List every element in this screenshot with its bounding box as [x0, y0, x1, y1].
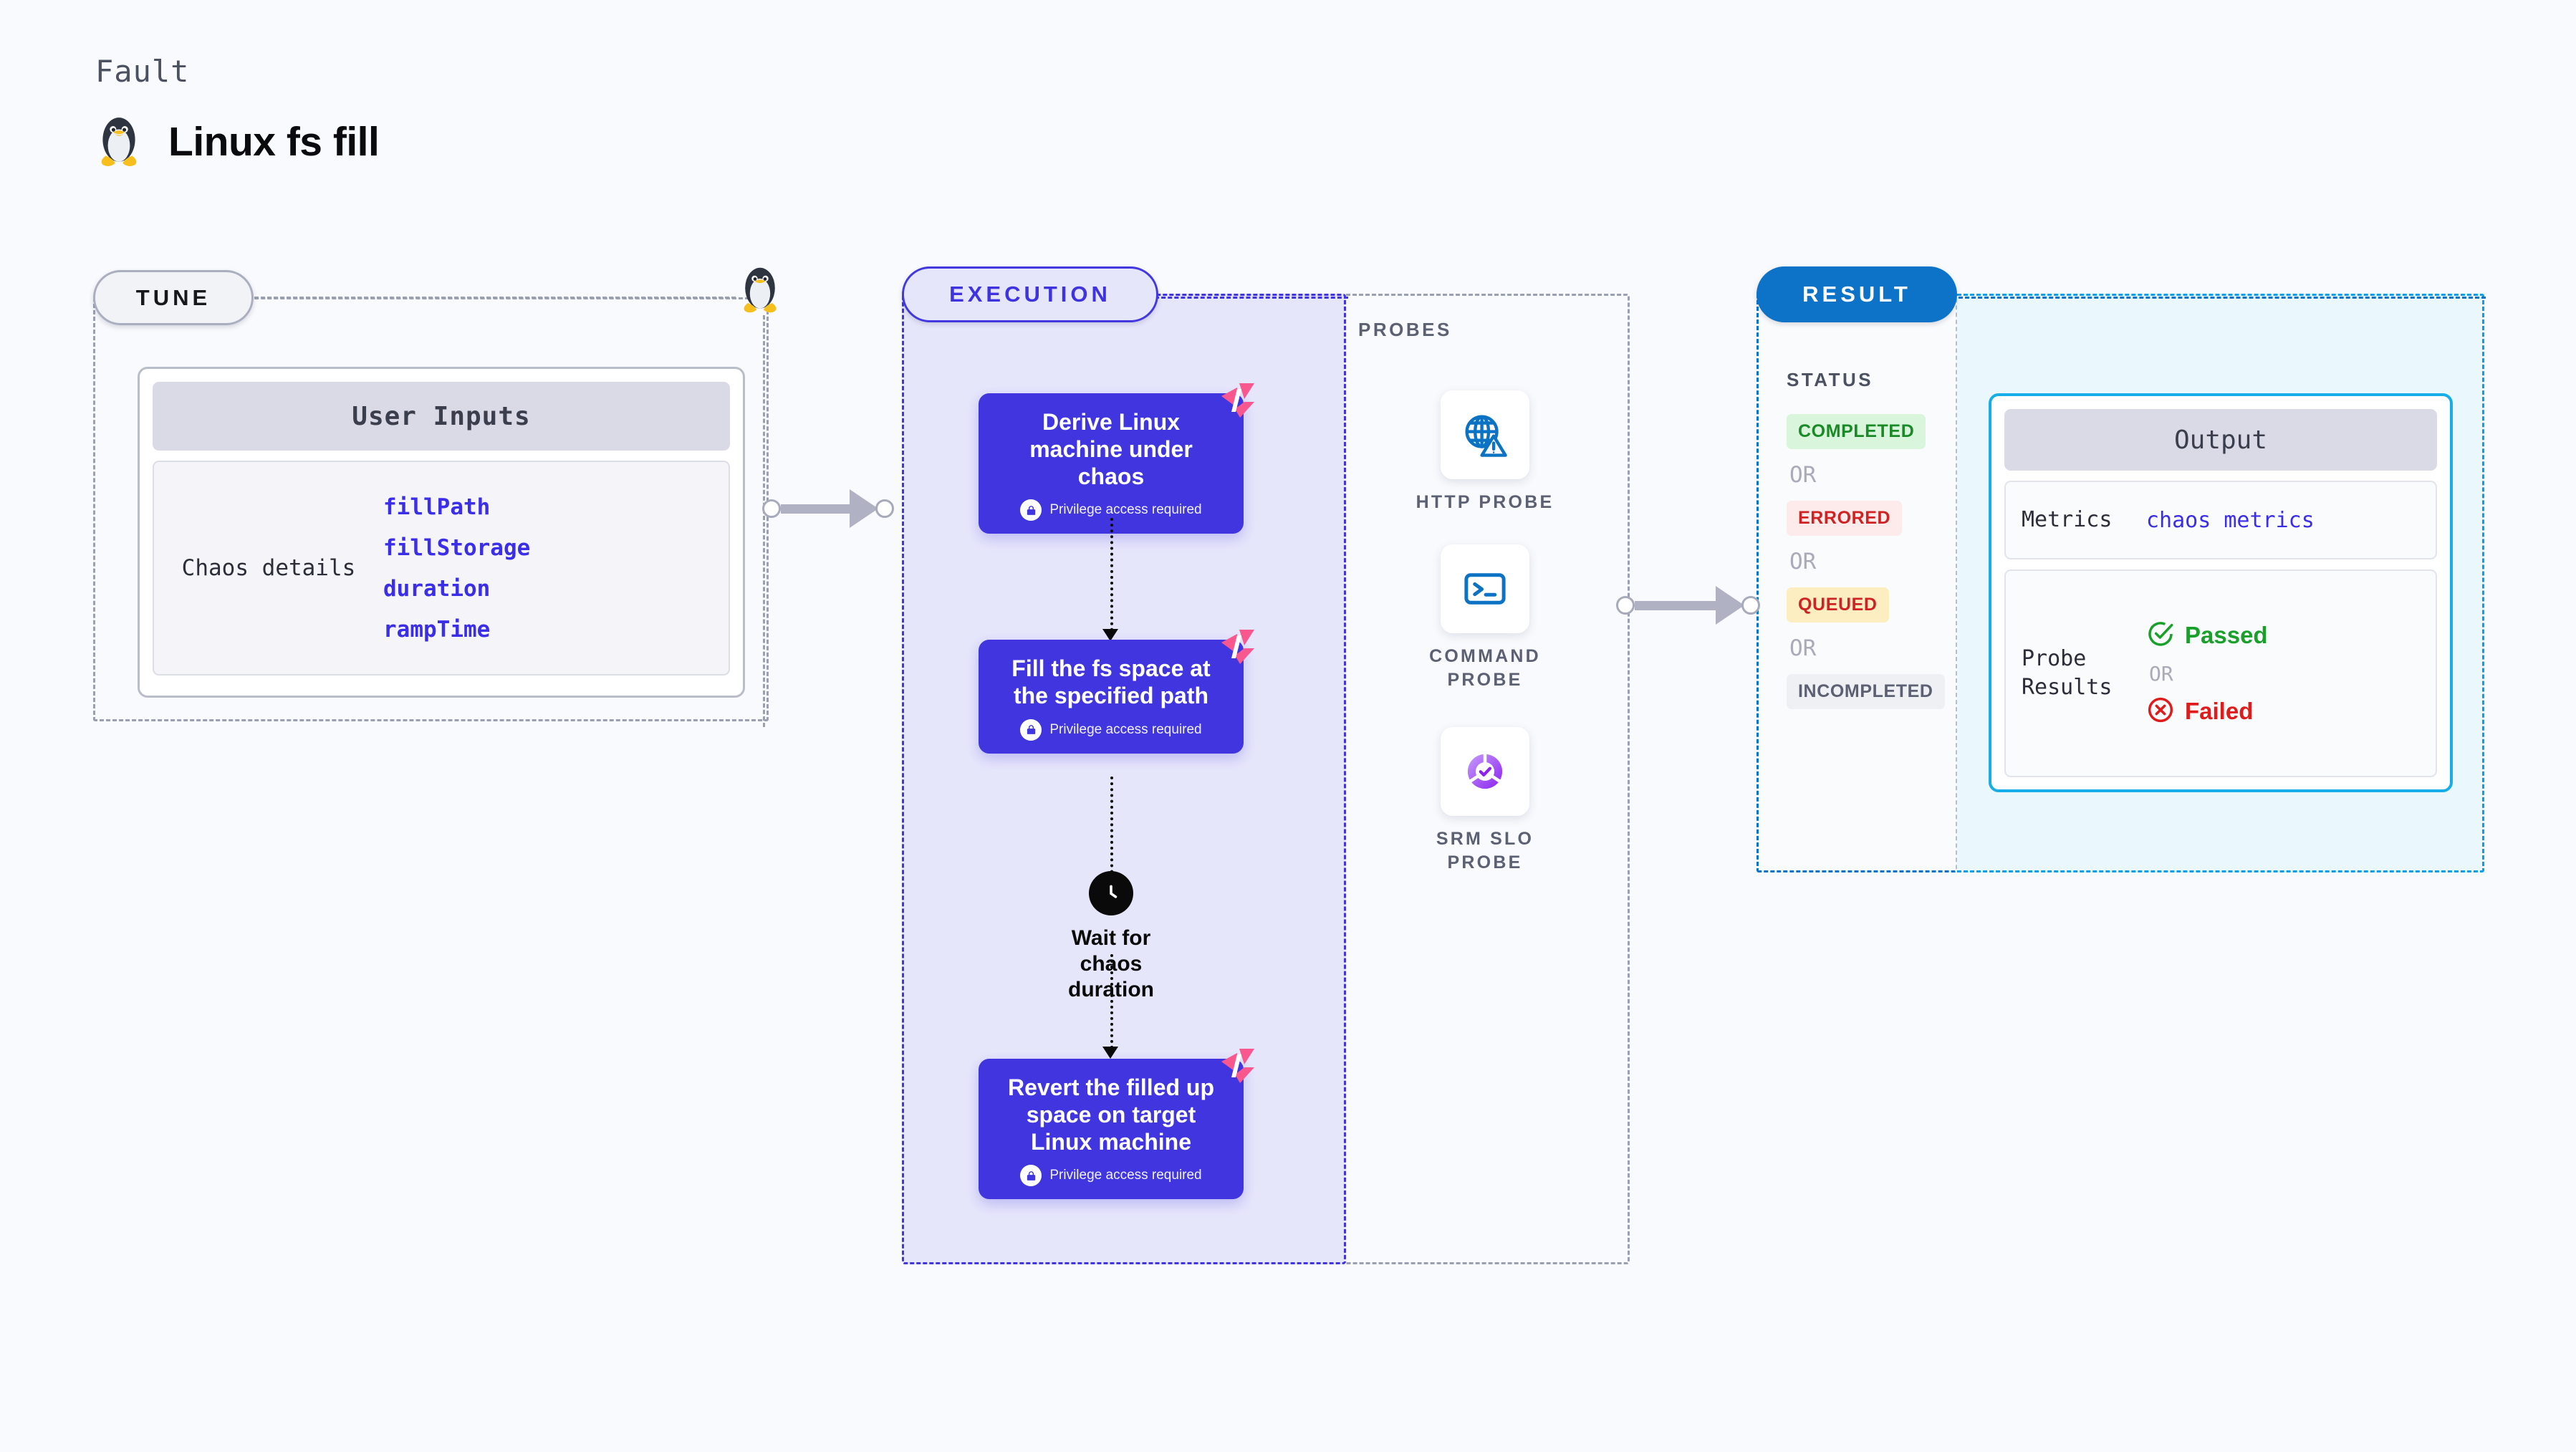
input-fillpath[interactable]: fillPath	[383, 494, 491, 520]
privilege-note: Privilege access required	[997, 1165, 1225, 1187]
connector-end-dot	[875, 499, 894, 518]
connector-end-dot	[1741, 596, 1760, 615]
status-or-label: OR	[1789, 462, 1817, 488]
privilege-note-text: Privilege access required	[1049, 1168, 1202, 1183]
connector-arrowhead	[850, 489, 878, 528]
linux-penguin-icon	[95, 115, 143, 169]
output-probe-results-label: Probe Results	[2022, 645, 2113, 701]
probe-label: COMMAND PROBE	[1429, 646, 1541, 690]
result-lead-dash	[1952, 297, 2486, 299]
tune-lead-dash	[254, 297, 736, 299]
check-circle-icon	[2146, 620, 2175, 652]
lock-icon	[1020, 499, 1042, 521]
status-badge-errored: ERRORED	[1787, 501, 1903, 536]
slo-donut-check-icon	[1441, 727, 1529, 816]
probe-item-srm-slo[interactable]: SRM SLO PROBE	[1406, 727, 1564, 875]
privilege-note-text: Privilege access required	[1049, 502, 1202, 518]
connector-arrowhead	[1716, 586, 1744, 625]
privilege-note: Privilege access required	[997, 499, 1225, 521]
probe-label: SRM SLO PROBE	[1436, 829, 1534, 872]
fault-eyebrow-label: Fault	[95, 54, 190, 89]
execution-step-card[interactable]: Derive Linux machine under chaos Privile…	[979, 383, 1254, 534]
status-badge-completed: COMPLETED	[1787, 414, 1926, 449]
lock-icon	[1020, 718, 1042, 741]
probe-result-values: Passed OR Failed	[2146, 620, 2268, 728]
privilege-note-text: Privilege access required	[1049, 721, 1202, 737]
execution-step-title: Fill the fs space at the specified path	[1011, 655, 1211, 708]
output-metrics-value[interactable]: chaos metrics	[2146, 507, 2315, 533]
execution-step-title: Revert the filled up space on target Lin…	[1007, 1074, 1215, 1155]
user-inputs-card: User Inputs Chaos details fillPath fillS…	[138, 367, 745, 698]
execution-step-card[interactable]: Revert the filled up space on target Lin…	[979, 1049, 1254, 1200]
connector-bar	[781, 504, 851, 514]
execution-step-title: Derive Linux machine under chaos	[1029, 409, 1193, 489]
page-title: Linux fs fill	[168, 119, 380, 165]
stage-pill-result[interactable]: RESULT	[1756, 266, 1957, 322]
status-section-label: STATUS	[1787, 369, 1874, 390]
user-inputs-header: User Inputs	[153, 382, 730, 451]
probe-result-failed: Failed	[2146, 696, 2268, 728]
probe-result-passed: Passed	[2146, 620, 2268, 652]
stage-pill-execution[interactable]: EXECUTION	[902, 266, 1158, 322]
linux-node-icon	[738, 265, 782, 319]
output-card-header: Output	[2004, 409, 2437, 471]
probe-item-http[interactable]: HTTP PROBE	[1406, 390, 1564, 514]
status-or-label: OR	[1789, 549, 1817, 574]
harness-logo-icon	[1216, 627, 1256, 667]
stage-pill-tune[interactable]: TUNE	[93, 270, 254, 325]
probe-result-or-label: OR	[2149, 661, 2173, 686]
harness-logo-icon	[1216, 1046, 1256, 1086]
page-title-row: Linux fs fill	[95, 115, 380, 169]
status-or-label: OR	[1789, 635, 1817, 661]
tune-lead-dash-vert	[763, 315, 765, 727]
probe-result-failed-label: Failed	[2185, 698, 2254, 724]
connector-start-dot	[1616, 596, 1635, 615]
connector-bar	[1635, 600, 1717, 610]
chaos-details-label: Chaos details	[181, 555, 356, 581]
output-metrics-label: Metrics	[2022, 506, 2113, 532]
execution-step-card[interactable]: Fill the fs space at the specified path …	[979, 630, 1254, 754]
privilege-note: Privilege access required	[997, 718, 1225, 741]
input-fillstorage[interactable]: fillStorage	[383, 534, 531, 561]
harness-logo-icon	[1216, 380, 1256, 420]
lock-icon	[1020, 1165, 1042, 1187]
status-badge-queued: QUEUED	[1787, 587, 1889, 622]
connector-execution-to-result	[1616, 586, 1760, 625]
probe-result-passed-label: Passed	[2185, 622, 2268, 648]
probes-section-label: PROBES	[1358, 319, 1452, 340]
execution-lead-dash	[1155, 297, 1348, 299]
output-probe-results-row: Probe Results Passed OR	[2004, 569, 2437, 777]
clock-icon	[1089, 871, 1133, 915]
input-ramptime[interactable]: rampTime	[383, 616, 491, 643]
globe-warning-icon	[1441, 390, 1529, 479]
chaos-details-values: fillPath fillStorage duration rampTime	[383, 494, 530, 643]
connector-tune-to-execution	[762, 489, 894, 528]
x-circle-icon	[2146, 696, 2175, 728]
terminal-icon	[1441, 544, 1529, 633]
connector-start-dot	[762, 499, 781, 518]
input-duration[interactable]: duration	[383, 575, 491, 602]
probe-label: HTTP PROBE	[1416, 492, 1554, 512]
probe-item-command[interactable]: COMMAND PROBE	[1406, 544, 1564, 692]
output-metrics-row: Metrics chaos metrics	[2004, 481, 2437, 559]
status-badge-incompleted: INCOMPLETED	[1787, 674, 1945, 709]
chaos-details-row: Chaos details fillPath fillStorage durat…	[153, 461, 730, 675]
output-card: Output Metrics chaos metrics Probe Resul…	[1989, 393, 2453, 792]
status-list: COMPLETED OR ERRORED OR QUEUED OR INCOMP…	[1787, 414, 1945, 709]
result-section-frame	[1756, 294, 1957, 872]
